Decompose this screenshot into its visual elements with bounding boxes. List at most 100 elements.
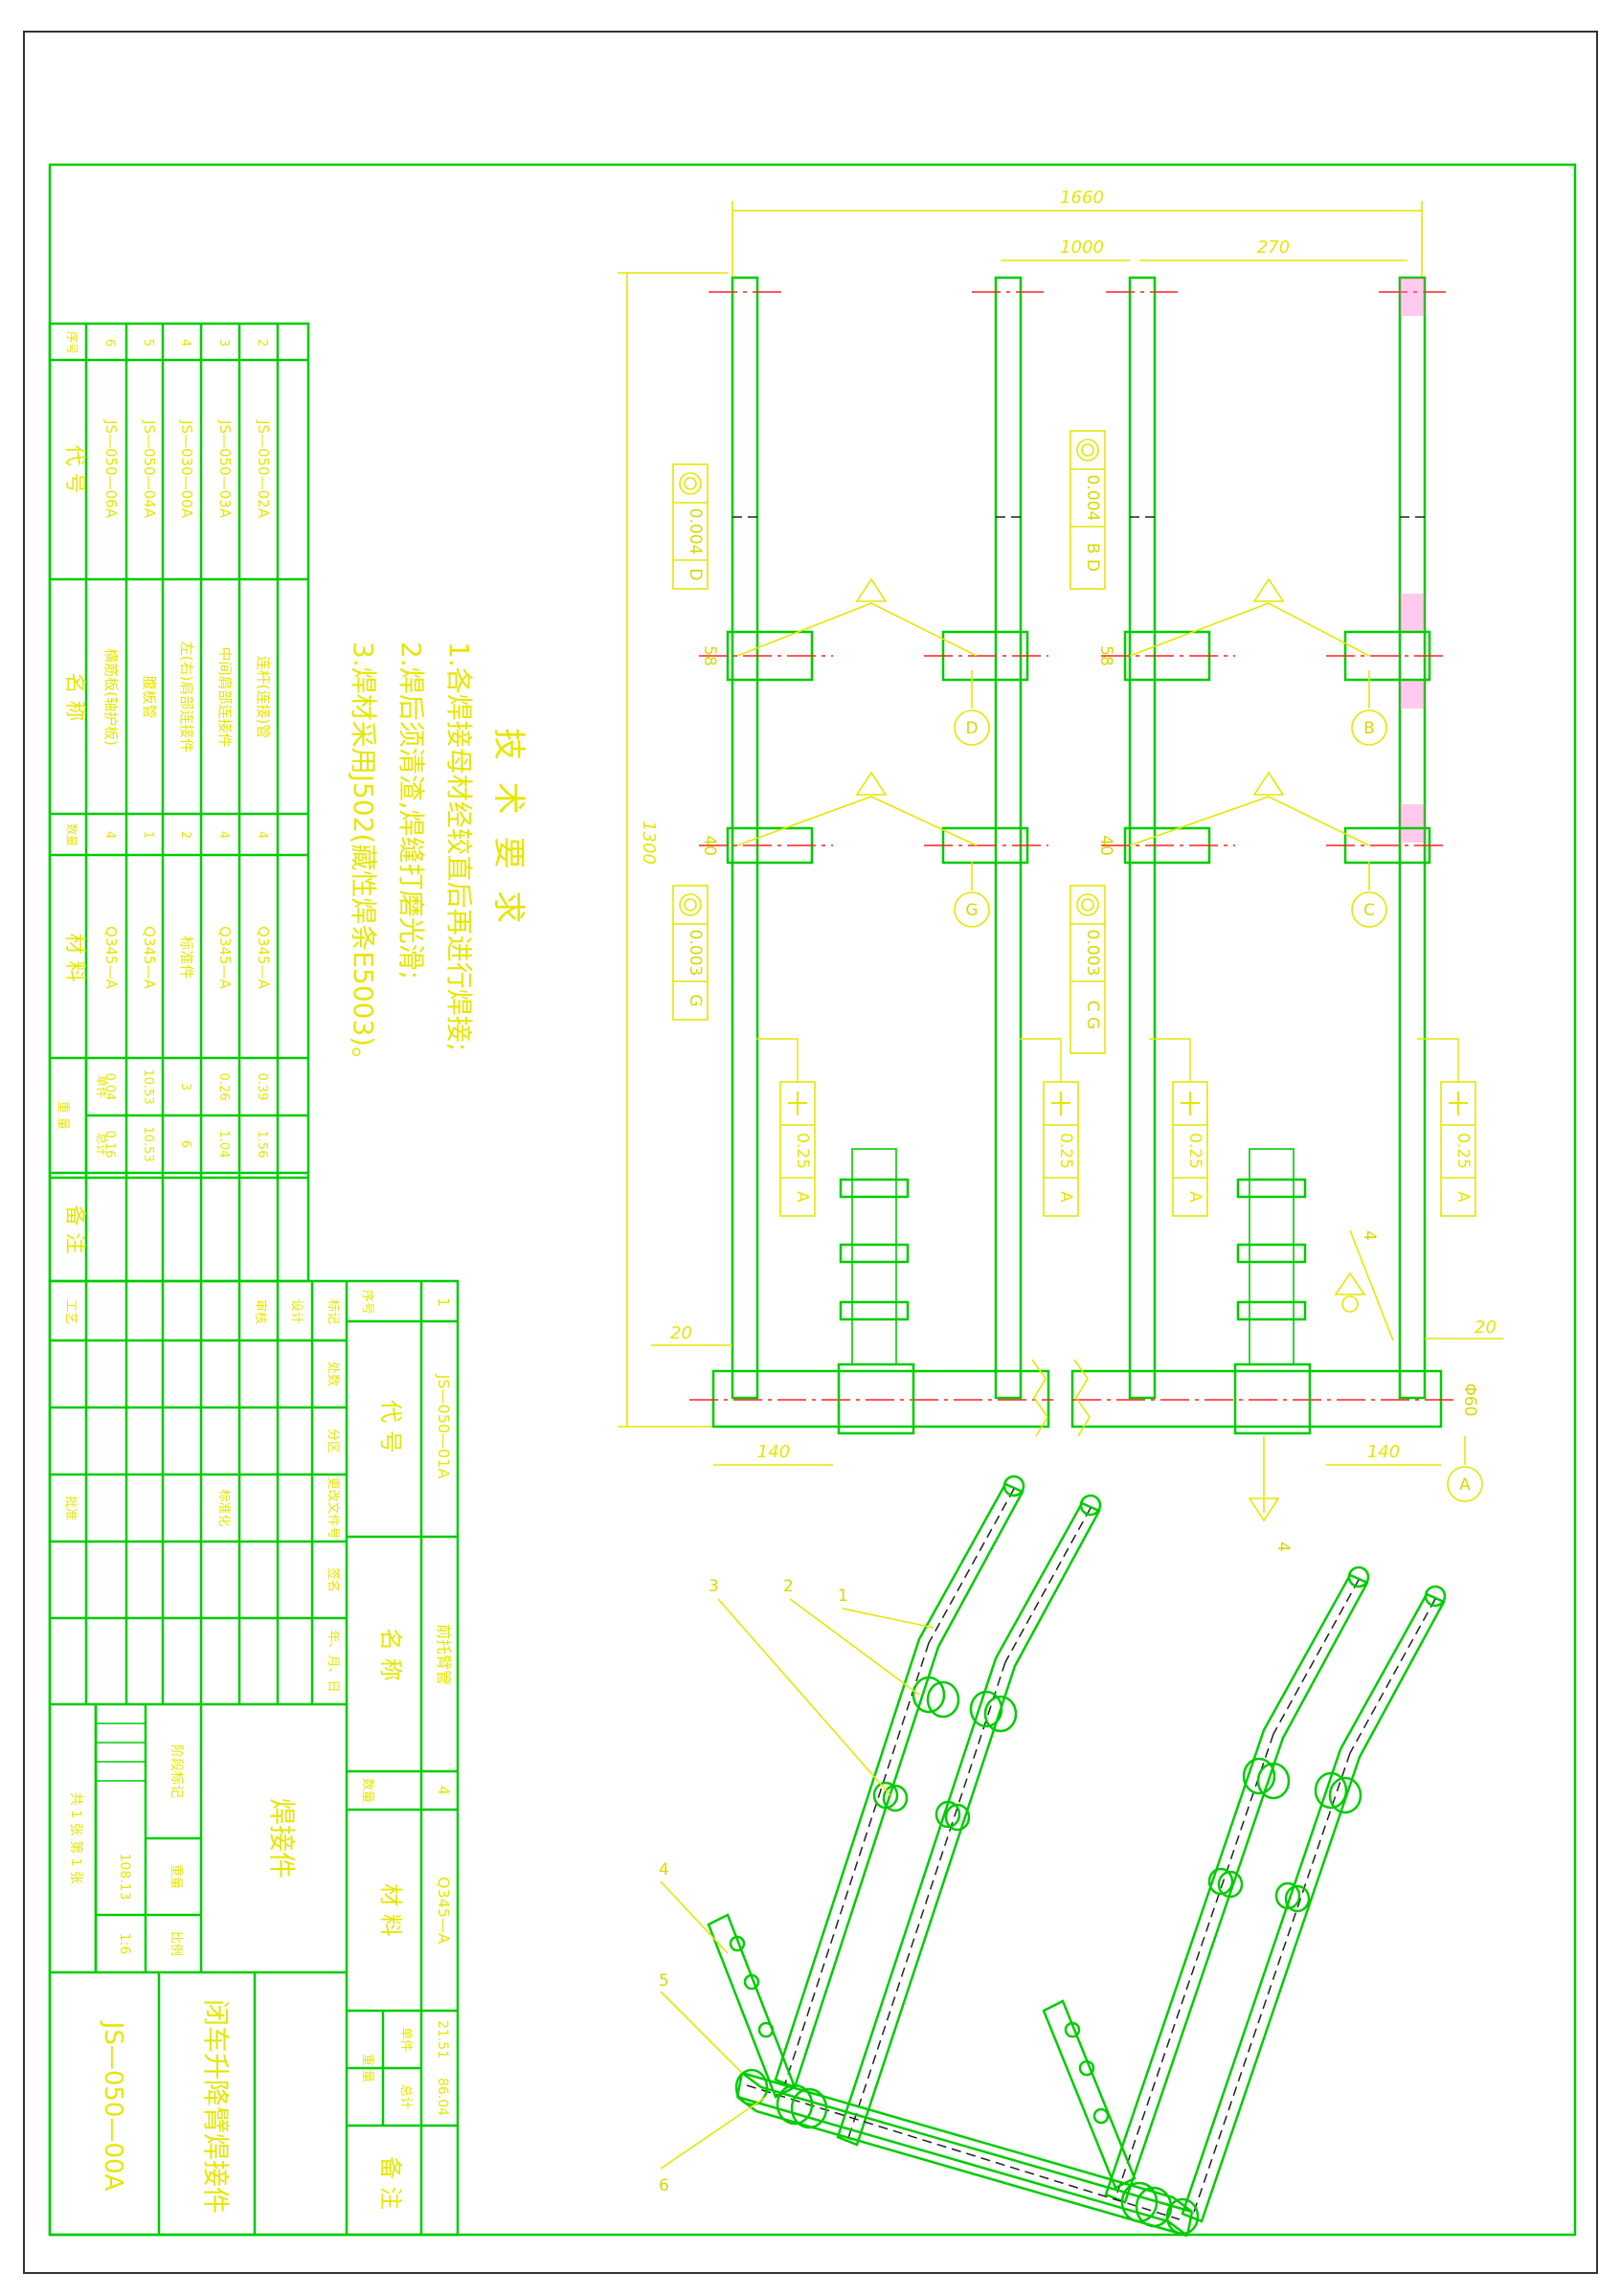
parts-row-6-unit: 0.04 [102,1073,117,1101]
dim-tube-dia: Φ60 [1460,1383,1479,1416]
dim-end-right: 20 [1475,1317,1497,1338]
gdt-concentric-2: 0.004 B D [1069,430,1106,590]
parts-row-6-total: 0.16 [102,1131,117,1159]
header-weight: 重 量 [56,1101,71,1130]
iso-balloon-6: 6 [659,2096,767,2195]
tech-req-line-1: 1.各焊接母材经较直后再进行焊接; [443,642,475,1051]
header-code: 代 号 [62,445,86,494]
svg-text:C G: C G [1083,1001,1102,1029]
svg-text:2: 2 [783,1577,794,1596]
role-process: 工艺 [63,1299,78,1324]
header-total: 总计 [95,1133,108,1156]
tb-qty-label: 数量 [360,1778,374,1803]
tech-requirements: 技 术 要 求 1.各焊接母材经较直后再进行焊接; 2.焊后须清渣,焊缝打磨光滑… [348,642,528,1073]
gdt-perp-value-1: 0.25 [793,1133,812,1169]
sheet-border [23,31,1598,2274]
arm-tube-1 [731,276,759,1400]
gdt-perp-value-3: 0.25 [1185,1133,1204,1169]
parts-row-2-unit: 0.39 [255,1073,269,1101]
svg-text:B D: B D [1083,543,1102,572]
dim-spacing-40: 40 [700,835,719,856]
title-block [48,1279,460,2237]
datum-A: A [1447,1436,1483,1502]
tech-req-line-2: 2.焊后须清渣,焊缝打磨光滑; [395,642,427,979]
dim-overall-width: 1660 [1060,188,1104,208]
svg-text:A: A [1459,1475,1471,1495]
parts-row-2-code: JS—050—02A [255,419,272,519]
iso-balloon-5: 5 [659,1971,743,2074]
svg-text:0.004: 0.004 [1083,475,1102,522]
iso-bosses [872,1676,1362,1913]
iso-balloon-1: 1 [838,1587,934,1629]
role-design: 设计 [289,1299,304,1324]
header-material: 材 料 [62,934,86,982]
parts-table [48,322,310,1283]
tech-req-title: 技 术 要 求 [489,728,528,929]
parts-row-2-material: Q345—A [255,926,272,989]
svg-text:G: G [965,901,978,920]
sign-label-6: 年、月、日 [326,1630,340,1692]
bottom-beam-left [711,1369,1050,1429]
main-view: 1660 1000 270 1300 [618,188,1503,1552]
part-title: 闭车升降臂焊接件 [200,1999,232,2214]
svg-text:4: 4 [1360,1230,1379,1241]
tb-qty: 4 [435,1786,453,1795]
parts-row-5-code: JS—050—04A [141,419,158,519]
parts-row-4-unit: 3 [178,1083,192,1091]
parts-row-5-name: 腹板管 [141,675,158,718]
datum-B: B [1351,670,1387,746]
parts-row-3-code: JS—050—03A [216,419,234,519]
parts-row-4-name: 左(右)肩部连接件 [178,642,195,754]
svg-text:D: D [965,719,978,738]
tb-unit: 21.51 [435,2020,450,2059]
iso-arm-4 [1181,1585,1447,2223]
boss-row-2 [699,826,1446,865]
gdt-perp-frame-2: 0.25A [1020,1038,1079,1217]
weld-symbol-upper: 4 [1334,1229,1394,1341]
tb-total-label: 总计 [398,2084,413,2109]
gdt-perp-frame-1: 0.25A [756,1038,816,1217]
tech-req-line-3: 3.焊材采用J502(藏性焊条E5003)。 [348,642,379,1073]
role-std: 标准化 [216,1489,231,1526]
tb-code-label: 代 号 [377,1400,404,1453]
dim-spacing-58b: 58 [1096,645,1115,666]
sign-label-4: 更改文件号 [326,1476,340,1539]
tb-weight-label: 重 量 [360,2054,375,2082]
parts-row-5-material: Q345—A [141,926,158,989]
svg-text:0.003: 0.003 [1083,930,1102,977]
arm-tube-2 [994,276,1023,1400]
tb-name: 前托臂管 [435,1624,453,1685]
sign-label-5: 签名 [326,1567,341,1592]
dim-end-len-left: 140 [757,1442,790,1462]
scale-label: 比例 [169,1931,183,1956]
role-approve: 批准 [63,1496,78,1520]
parts-row-2-name: 连杆(连接)管 [255,656,272,739]
parts-row-3-material: Q345—A [216,926,234,989]
dim-end-len-right: 140 [1367,1442,1400,1462]
svg-text:G: G [686,994,705,1006]
dim-pitch-b: 270 [1257,237,1290,258]
tb-material-label: 材 料 [377,1883,404,1937]
connector-left [839,1148,910,1365]
tb-name-label: 名 称 [377,1628,404,1681]
gdt-concentric-4: 0.003 C G [1069,885,1106,1054]
weight-value: 108.13 [117,1854,132,1901]
tb-total: 86.04 [435,2078,450,2116]
dim-end-left: 20 [670,1323,692,1343]
svg-text:0.004: 0.004 [686,508,705,555]
role-review: 审核 [253,1299,267,1324]
svg-text:0.003: 0.003 [686,930,705,977]
gdt-perp-datum-2: A [1056,1191,1075,1203]
stage-label: 阶段标记 [169,1745,184,1798]
parts-row-2-no: 2 [255,339,269,347]
arm-tube-3 [1128,276,1157,1400]
parts-row-6-code: JS—050—06A [102,419,120,519]
sign-label-2: 处数 [326,1362,340,1386]
weight-value-label: 重量 [169,1864,184,1889]
parts-row-4-total: 6 [178,1140,192,1148]
dim-spacing-58: 58 [700,645,719,666]
svg-text:1: 1 [838,1587,848,1606]
title-block-text: 1 JS—050—01A 前托臂管 4 Q345—A 21.51 86.04 序… [63,1290,453,2214]
gdt-perp-frame-4: 0.25A [1417,1038,1476,1217]
